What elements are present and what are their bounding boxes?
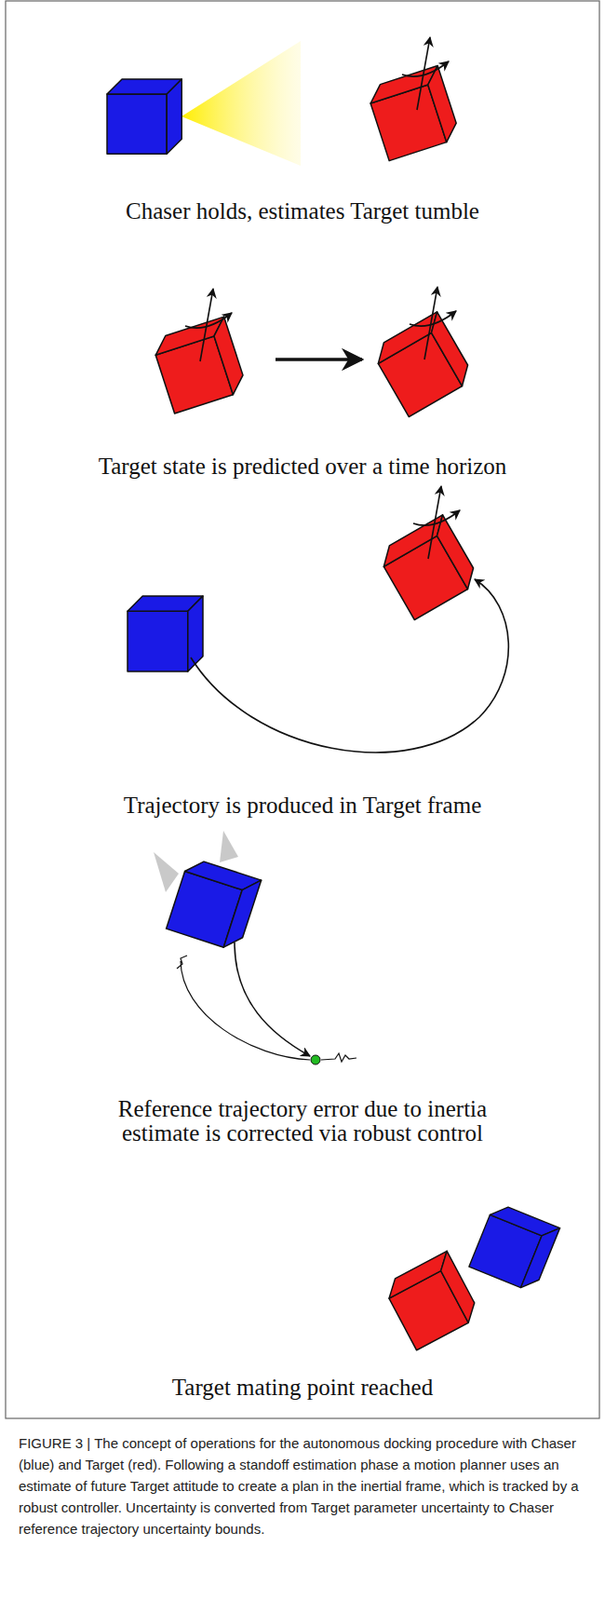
step-label: Target mating point reached — [23, 1374, 582, 1399]
thruster-plume — [219, 830, 239, 862]
target-cube — [376, 514, 482, 620]
reference-trajectory — [176, 954, 310, 1060]
target-cube — [370, 311, 476, 417]
figure-frame — [5, 0, 600, 1418]
figure-caption: FIGURE 3 | The concept of operations for… — [18, 1431, 589, 1539]
tumble-arrows — [185, 288, 232, 362]
sensor-cone — [181, 40, 301, 166]
chaser-cube — [469, 1201, 561, 1293]
chaser-cube — [166, 856, 262, 952]
step-label: Trajectory is produced in Target frame — [23, 793, 582, 818]
step-label: Chaser holds, estimates Target tumble — [23, 199, 582, 224]
prediction-arrow — [275, 357, 363, 362]
thruster-plume — [153, 851, 179, 892]
tumble-arrows — [409, 286, 457, 360]
step-label: Target state is predicted over a time ho… — [23, 454, 582, 479]
target-cube — [382, 1250, 483, 1350]
mating-point — [310, 1054, 321, 1064]
planned-trajectory — [190, 578, 509, 753]
tumble-arrows — [402, 37, 449, 110]
target-cube — [365, 66, 461, 162]
target-cube — [150, 316, 248, 414]
error-zigzag — [321, 1052, 357, 1062]
chaser-cube — [107, 79, 182, 154]
chaser-cube — [127, 595, 203, 672]
tumble-arrows — [413, 485, 460, 559]
tracked-trajectory — [234, 941, 310, 1056]
step-label: Reference trajectory error due to inerti… — [79, 1096, 526, 1145]
